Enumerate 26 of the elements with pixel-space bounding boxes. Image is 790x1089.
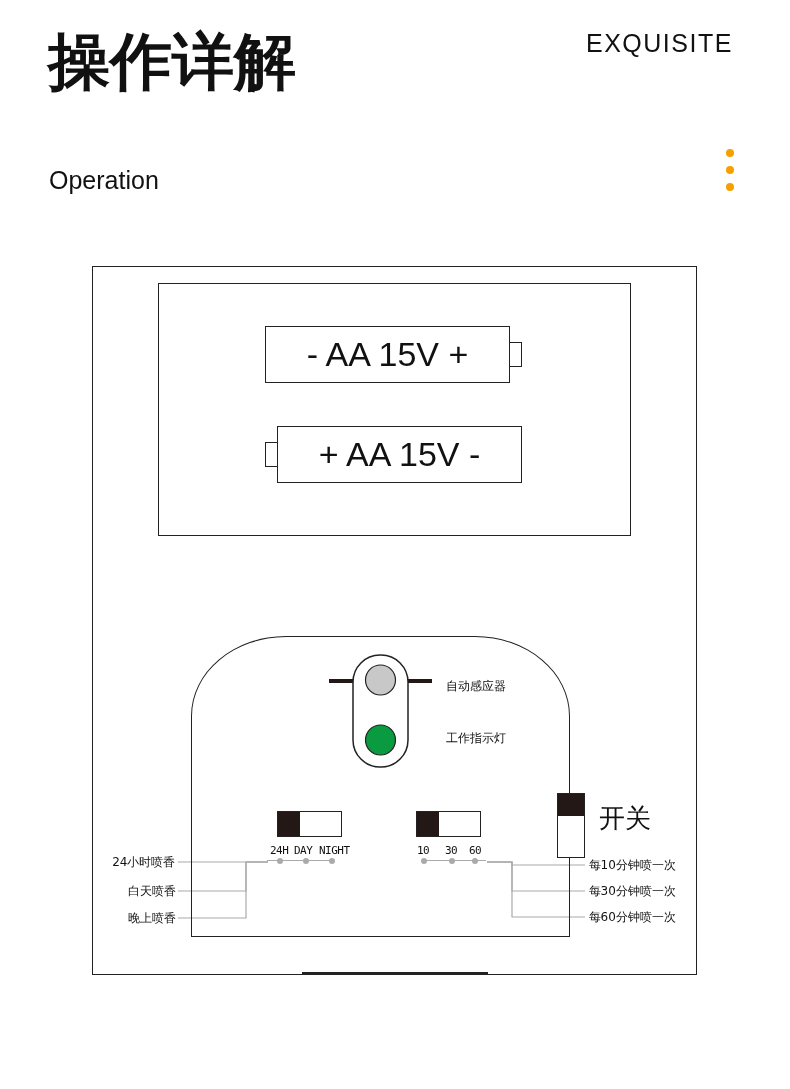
toggle-switch xyxy=(556,792,585,858)
device-outline xyxy=(92,266,697,975)
page-title: 操作详解 xyxy=(48,24,296,100)
subtitle: Operation xyxy=(49,166,159,195)
indicator-label: 工作指示灯 xyxy=(446,730,506,746)
leader-line xyxy=(177,861,269,919)
leader-line xyxy=(486,861,586,918)
heading-tagline: EXQUISITE xyxy=(586,29,733,58)
battery: - AA 15V + xyxy=(265,326,510,383)
callout-label: 晚上喷香 xyxy=(99,909,176,926)
callout-label: 每60分钟喷一次 xyxy=(588,908,685,925)
scale-label: DAY xyxy=(294,844,313,857)
battery: + AA 15V - xyxy=(277,426,522,483)
callout-label: 每30分钟喷一次 xyxy=(588,882,685,899)
scale-label: 60 xyxy=(469,844,482,857)
sensor-label: 自动感应器 xyxy=(446,678,506,694)
scale-label: NIGHT xyxy=(319,844,350,857)
callout-label: 白天喷香 xyxy=(99,882,176,899)
switch-label: 开关 xyxy=(598,802,651,833)
callout-label: 每10分钟喷一次 xyxy=(588,856,685,873)
scale-label: 10 xyxy=(417,844,430,857)
callout-label: 24小时喷香 xyxy=(99,853,176,870)
scale-label: 30 xyxy=(445,844,458,857)
battery-compartment xyxy=(157,282,631,536)
control-panel xyxy=(190,635,570,937)
scale-label: 24H xyxy=(270,844,289,857)
